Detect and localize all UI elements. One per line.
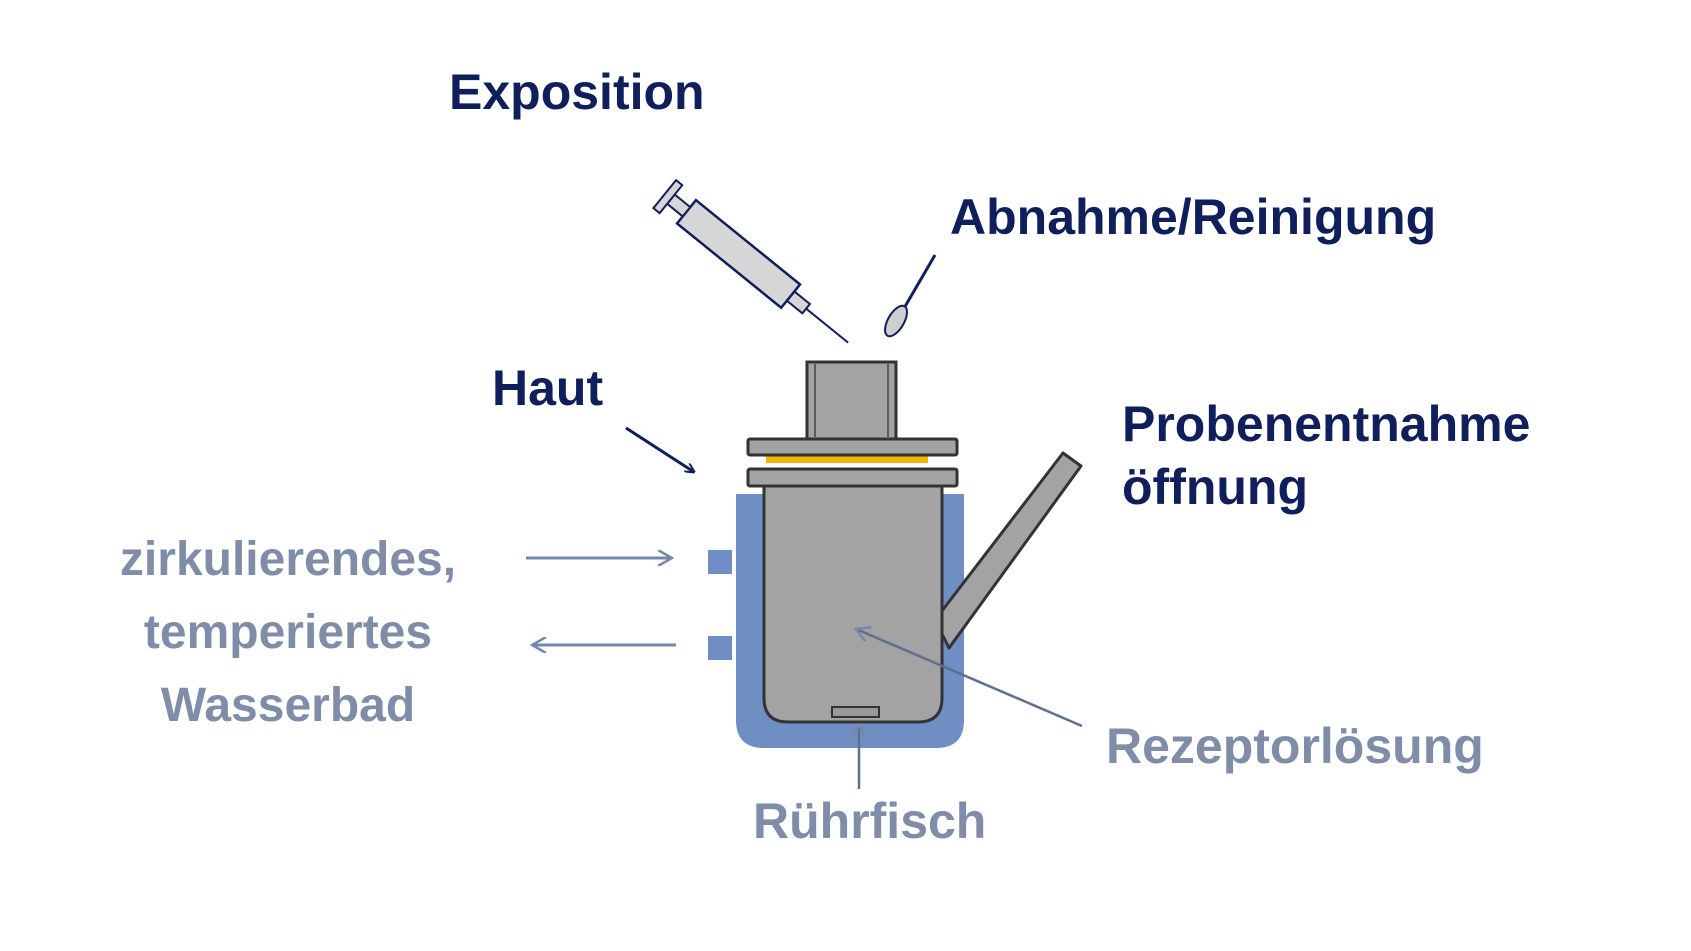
receptor-chamber (762, 482, 944, 724)
label-probenentnahme-line2: öffnung (1122, 459, 1309, 515)
label-probenentnahme: Probenentnahme öffnung (1122, 393, 1530, 519)
label-abnahme-reinigung: Abnahme/Reinigung (950, 189, 1437, 245)
label-rezeptorloesung: Rezeptorlösung (1106, 718, 1484, 774)
syringe-icon (651, 178, 849, 344)
skin-membrane (766, 455, 928, 463)
label-wasserbad: zirkulierendes, temperiertes Wasserbad (88, 523, 488, 742)
label-wasserbad-line2: temperiertes (143, 606, 433, 659)
label-wasserbad-line3: Wasserbad (160, 679, 416, 732)
haut-arrow (625, 426, 694, 472)
lower-flange (746, 467, 959, 488)
label-exposition: Exposition (449, 64, 705, 120)
upper-flange (746, 437, 959, 457)
rezeptor-arrow (856, 629, 1083, 728)
label-wasserbad-line1: zirkulierendes, (119, 533, 457, 586)
label-ruehrfisch: Rührfisch (753, 793, 987, 849)
stir-bar (831, 706, 880, 718)
sampling-port (933, 451, 1083, 650)
label-haut: Haut (492, 360, 604, 416)
label-probenentnahme-line1: Probenentnahme (1122, 396, 1531, 452)
swab-icon (884, 254, 937, 338)
donor-chamber (805, 360, 898, 441)
